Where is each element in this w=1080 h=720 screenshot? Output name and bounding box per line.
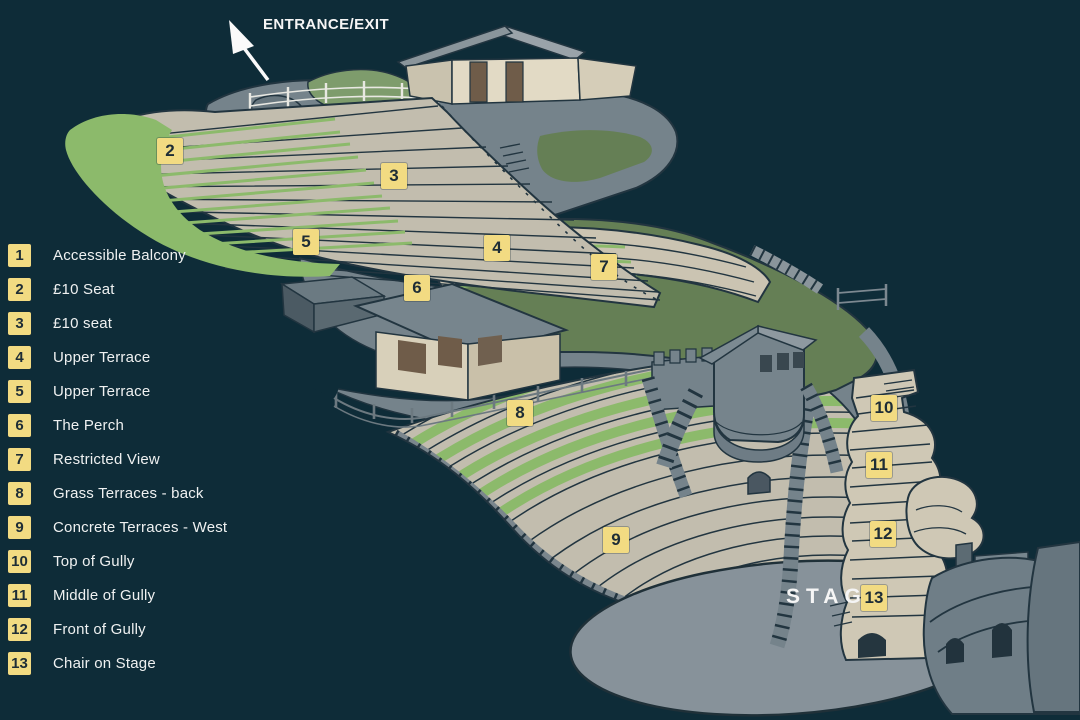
entrance-building [396, 25, 637, 105]
entrance-exit-label: ENTRANCE/EXIT [263, 16, 390, 33]
map-badge-2[interactable]: 2 [157, 138, 183, 164]
legend-badge: 2 [8, 277, 31, 301]
legend-item-9: 9 Concrete Terraces - West [8, 510, 227, 544]
legend-label: The Perch [53, 416, 124, 434]
map-badge-11[interactable]: 11 [866, 452, 892, 478]
legend: 1 Accessible Balcony 2 £10 Seat 3 £10 se… [8, 238, 227, 680]
legend-label: £10 Seat [53, 280, 115, 298]
legend-item-5: 5 Upper Terrace [8, 374, 227, 408]
cafe-building [352, 282, 570, 401]
legend-item-11: 11 Middle of Gully [8, 578, 227, 612]
map-badge-6[interactable]: 6 [404, 275, 430, 301]
tower-building [641, 324, 844, 499]
castle-structure [922, 540, 1080, 715]
legend-badge: 3 [8, 311, 31, 335]
stage-label: STAGE [786, 585, 887, 608]
legend-item-1: 1 Accessible Balcony [8, 238, 227, 272]
legend-label: Middle of Gully [53, 586, 156, 604]
legend-label: Upper Terrace [53, 348, 151, 366]
legend-label: Accessible Balcony [53, 246, 186, 264]
legend-label: £10 seat [53, 314, 113, 332]
map-badge-5[interactable]: 5 [293, 229, 319, 255]
legend-badge: 4 [8, 345, 31, 369]
legend-badge: 6 [8, 413, 31, 437]
legend-label: Grass Terraces - back [53, 484, 204, 502]
map-badge-12[interactable]: 12 [870, 521, 896, 547]
legend-badge: 1 [8, 243, 31, 267]
legend-item-3: 3 £10 seat [8, 306, 227, 340]
legend-label: Chair on Stage [53, 654, 156, 672]
legend-badge: 7 [8, 447, 31, 471]
legend-label: Top of Gully [53, 552, 135, 570]
legend-item-10: 10 Top of Gully [8, 544, 227, 578]
legend-badge: 10 [8, 549, 31, 573]
legend-label: Front of Gully [53, 620, 146, 638]
legend-item-6: 6 The Perch [8, 408, 227, 442]
legend-badge: 9 [8, 515, 31, 539]
legend-badge: 8 [8, 481, 31, 505]
legend-label: Concrete Terraces - West [53, 518, 228, 536]
legend-label: Restricted View [53, 450, 160, 468]
map-badge-7[interactable]: 7 [591, 254, 617, 280]
upper-left-terraces [94, 96, 662, 309]
map-badge-9[interactable]: 9 [603, 527, 629, 553]
legend-item-2: 2 £10 Seat [8, 272, 227, 306]
legend-item-13: 13 Chair on Stage [8, 646, 227, 680]
grass-wedge [65, 114, 340, 277]
legend-badge: 5 [8, 379, 31, 403]
legend-item-7: 7 Restricted View [8, 442, 227, 476]
map-badge-8[interactable]: 8 [507, 400, 533, 426]
map-badge-4[interactable]: 4 [484, 235, 510, 261]
legend-badge: 11 [8, 583, 31, 607]
map-badge-3[interactable]: 3 [381, 163, 407, 189]
legend-item-12: 12 Front of Gully [8, 612, 227, 646]
legend-item-4: 4 Upper Terrace [8, 340, 227, 374]
entrance-arrow-icon [229, 20, 270, 82]
shadow-notch [284, 318, 339, 398]
map-badge-10[interactable]: 10 [871, 395, 897, 421]
map-badge-13[interactable]: 13 [861, 585, 887, 611]
legend-label: Upper Terrace [53, 382, 151, 400]
legend-badge: 13 [8, 651, 31, 675]
legend-badge: 12 [8, 617, 31, 641]
legend-item-8: 8 Grass Terraces - back [8, 476, 227, 510]
